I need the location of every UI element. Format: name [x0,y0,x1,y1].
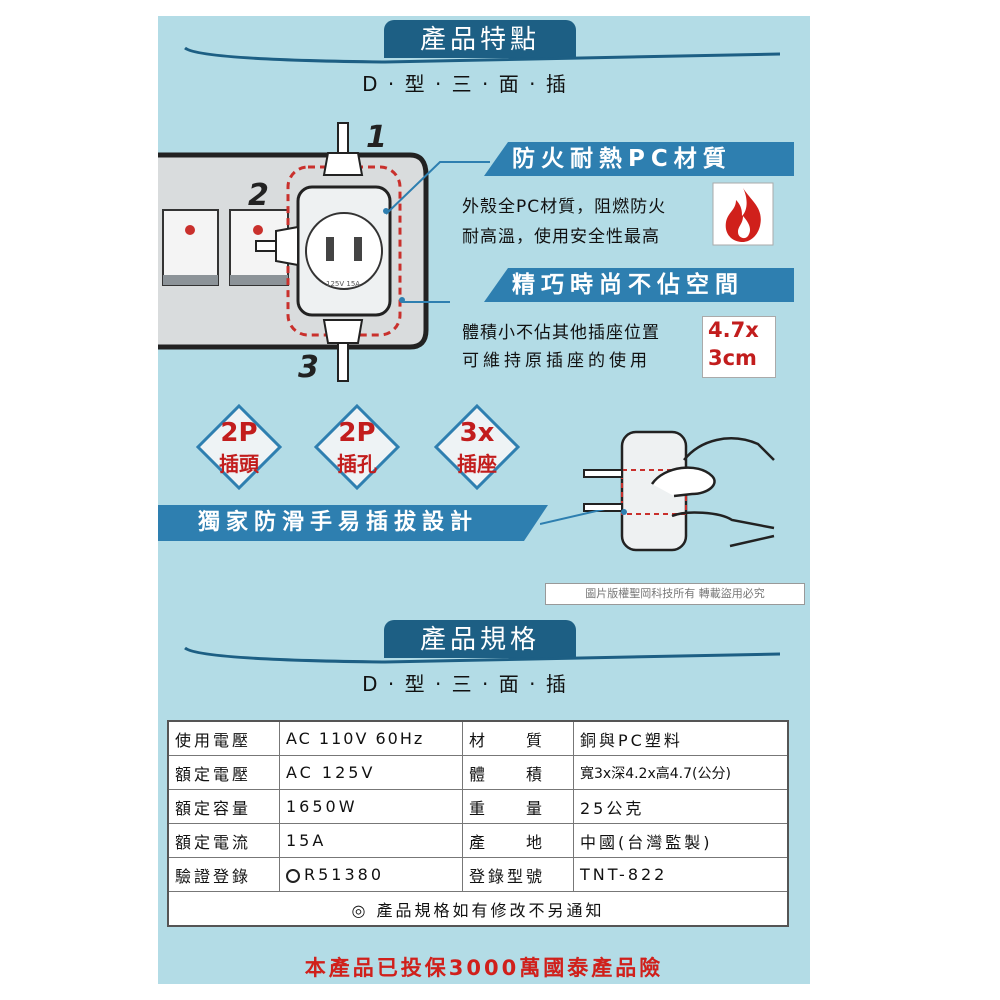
spec-value-cert: R51380 [279,857,463,892]
badge-2p-plug: 2P 插頭 [195,403,283,491]
spec-note: ◎ 產品規格如有修改不另通知 [167,891,789,927]
spec-table: 使用電壓 AC 110V 60Hz 材 質 銅與PC塑料 額定電壓 AC 125… [167,720,789,927]
size-height: 3cm [708,346,757,370]
features-subtitle: D · 型 · 三 · 面 · 插 [362,72,568,96]
spec-value: AC 110V 60Hz [279,720,463,756]
antislip-ribbon: 獨家防滑手易插拔設計 [158,505,548,541]
spec-key: 使用電壓 [167,720,280,756]
badge-top: 2P [338,418,376,448]
badge-3x-outlet: 3x 插座 [433,403,521,491]
badge-bottom: 插座 [457,452,497,476]
certification-mark-icon [286,868,300,883]
compact-desc-2: 可維持原插座的使用 [462,351,651,371]
spec-key: 驗證登錄 [167,857,280,892]
spec-key: 重 量 [462,789,574,824]
table-row: 驗證登錄 R51380 登錄型號 TNT-822 [167,857,789,892]
table-row: 額定容量 1650W 重 量 25公克 [167,789,789,824]
table-row: 額定電壓 AC 125V 體 積 寬3x深4.2x高4.7(公分) [167,755,789,790]
spec-value: 寬3x深4.2x高4.7(公分) [573,755,789,790]
insurance-notice: 本產品已投保3000萬國泰產品險 [304,956,664,980]
spec-value: TNT-822 [573,857,789,892]
leader-lines [385,161,490,303]
specs-subtitle: D · 型 · 三 · 面 · 插 [362,672,568,696]
badge-bottom: 插孔 [337,452,377,476]
label-three: 3 [298,350,319,385]
device-rating-text: 125V 15A [326,280,361,288]
spec-key: 體 積 [462,755,574,790]
badge-top: 2P [220,418,258,448]
badge-top: 3x [459,418,495,448]
compact-ribbon: 精巧時尚不佔空間 [484,268,794,302]
spec-key: 額定容量 [167,789,280,824]
compact-desc-1: 體積小不佔其他插座位置 [462,323,660,343]
fire-ribbon: 防火耐熱PC材質 [484,142,794,176]
spec-key: 產 地 [462,823,574,858]
size-width: 4.7x [708,318,759,342]
spec-value: 銅與PC塑料 [573,720,789,756]
spec-key: 額定電壓 [167,755,280,790]
features-title: 產品特點 [384,20,576,58]
fire-desc-2: 耐高溫，使用安全性最高 [462,227,660,247]
spec-key: 登錄型號 [462,857,574,892]
hand-grip-illustration [583,430,775,552]
spec-key: 材 質 [462,720,574,756]
label-two: 2 [248,178,269,213]
antislip-leader [540,510,606,525]
spec-value: 1650W [279,789,463,824]
spec-key: 額定電流 [167,823,280,858]
spec-value: 中國(台灣監製) [573,823,789,858]
copyright-notice: 圖片版權聖岡科技所有 轉載盜用必究 [545,583,805,605]
spec-value: 25公克 [573,789,789,824]
table-row: ◎ 產品規格如有修改不另通知 [167,891,789,927]
label-one: 1 [366,120,387,155]
flame-icon [712,182,774,246]
specs-title-swoosh [184,646,780,664]
plug-diagram [158,122,429,382]
badge-bottom: 插頭 [219,452,259,476]
table-row: 額定電流 15A 產 地 中國(台灣監製) [167,823,789,858]
spec-value: AC 125V [279,755,463,790]
table-row: 使用電壓 AC 110V 60Hz 材 質 銅與PC塑料 [167,720,789,756]
features-title-swoosh [184,46,780,64]
size-badge [702,316,776,378]
diamond-icon [195,403,283,491]
diamond-icon [433,403,521,491]
badge-2p-socket: 2P 插孔 [313,403,401,491]
fire-desc-1: 外殼全PC材質，阻燃防火 [462,197,667,217]
diamond-icon [313,403,401,491]
specs-title: 產品規格 [384,620,576,658]
spec-value: 15A [279,823,463,858]
cert-number: R51380 [304,865,385,884]
